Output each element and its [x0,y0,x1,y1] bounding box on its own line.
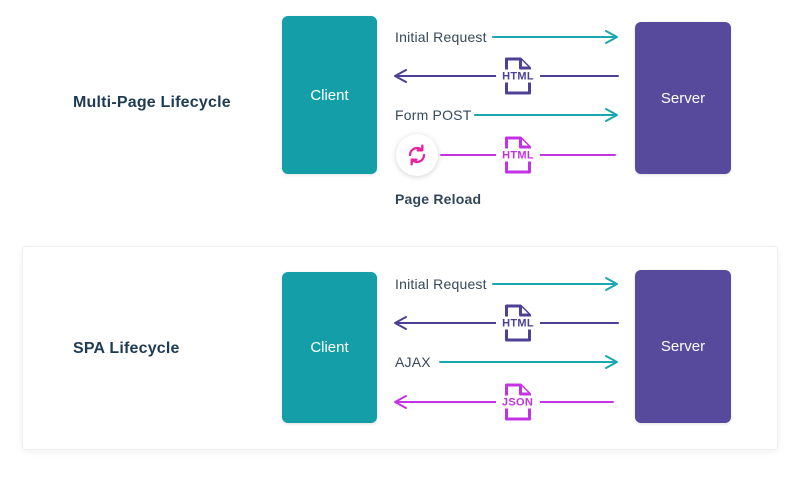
spa-html-doc-label: HTML [502,318,534,330]
spa-json-document-icon: JSON [496,383,540,421]
spa-initial-request-label: Initial Request [395,276,487,292]
spa-server-box: Server [635,270,731,423]
mpa-server-box: Server [635,22,731,174]
mpa-initial-request-label: Initial Request [395,29,487,45]
spa-html-document-icon: HTML [496,304,540,342]
mpa-client-box: Client [282,16,377,174]
spa-initial-request-arrow-right-icon [492,277,618,291]
spa-ajax-label: AJAX [395,354,431,370]
mpa-page-reload-caption: Page Reload [395,191,482,207]
spa-section-title: SPA Lifecycle [73,340,180,357]
mpa-form-post-arrow-right-icon [474,108,618,122]
mpa-initial-request-arrow-right-icon [492,30,618,44]
mpa-html-document-icon: HTML [496,57,540,95]
mpa-client-label: Client [310,86,349,104]
spa-server-label: Server [660,338,706,355]
mpa-server-label: Server [660,89,706,107]
spa-client-box: Client [282,272,377,423]
spa-client-label: Client [310,339,349,356]
refresh-icon [408,144,426,166]
mpa-reload-html-document-icon: HTML [496,136,540,174]
spa-json-doc-label: JSON [502,397,533,409]
spa-ajax-arrow-right-icon [439,355,618,369]
mpa-page-reload-badge [396,134,438,176]
mpa-form-post-label: Form POST [395,107,472,123]
mpa-html-doc-label: HTML [502,71,534,83]
mpa-reload-html-doc-label: HTML [502,150,534,162]
mpa-section-title: Multi-Page Lifecycle [73,94,231,111]
